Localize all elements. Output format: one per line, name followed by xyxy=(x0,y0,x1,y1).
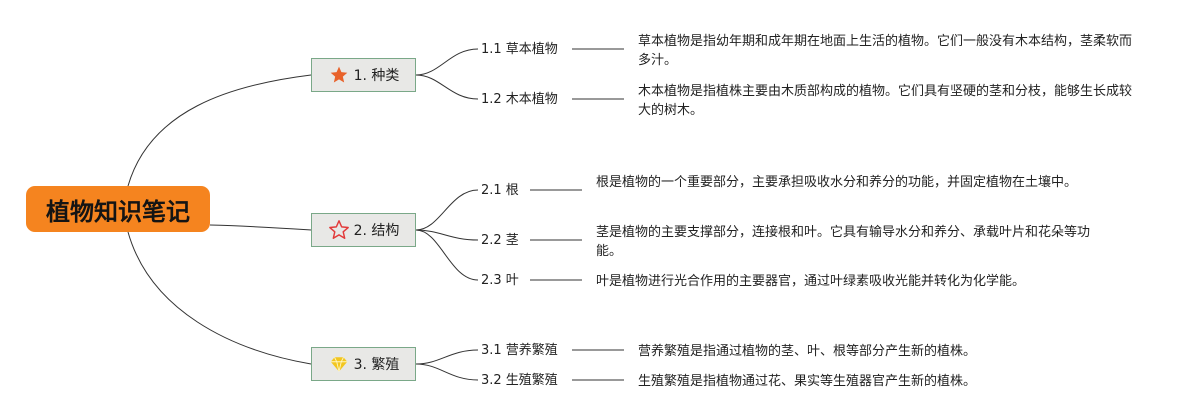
subtopic-2-2-note: 茎是植物的主要支撑部分，连接根和叶。它具有输导水分和养分、承载叶片和花朵等功能。 xyxy=(596,225,1091,259)
subtopic-2-2[interactable]: 2.2 茎 xyxy=(481,233,519,248)
subtopic-1-1[interactable]: 1.1 草本植物 xyxy=(481,42,558,57)
connector-topic-3-sub-1 xyxy=(415,349,479,365)
topic-2-label: 2. 结构 xyxy=(353,223,400,239)
subtopic-2-1-note: 根是植物的一个重要部分，主要承担吸收水分和养分的功能，并固定植物在土壤中。 xyxy=(596,175,1078,190)
connector-root-topic-3 xyxy=(127,231,312,365)
star-outline-icon xyxy=(328,219,350,241)
connector-root-topic-1 xyxy=(127,74,312,187)
connector-topic-1-sub-2 xyxy=(415,74,479,100)
connector-topic-3-sub-2 xyxy=(415,363,479,381)
subtopic-3-1[interactable]: 3.1 营养繁殖 xyxy=(481,343,558,358)
subtopic-2-1[interactable]: 2.1 根 xyxy=(481,183,519,198)
connector-root-topic-2 xyxy=(209,224,312,231)
connector-topic-2-sub-3 xyxy=(415,229,479,281)
subtopic-2-3-note: 叶是植物进行光合作用的主要器官，通过叶绿素吸收光能并转化为化学能。 xyxy=(596,274,1026,289)
root-title: 植物知识笔记 xyxy=(46,197,190,226)
subtopic-2-3[interactable]: 2.3 叶 xyxy=(481,273,519,288)
gem-icon xyxy=(328,353,350,375)
subtopic-3-2[interactable]: 3.2 生殖繁殖 xyxy=(481,373,558,388)
topic-3[interactable]: 3. 繁殖 xyxy=(311,347,416,381)
subtopic-3-2-note: 生殖繁殖是指植物通过花、果实等生殖器官产生新的植株。 xyxy=(638,374,977,389)
star-filled-icon xyxy=(328,64,350,86)
topic-3-label: 3. 繁殖 xyxy=(353,357,400,373)
subtopic-1-2-note: 木本植物是指植株主要由木质部构成的植物。它们具有坚硬的茎和分枝，能够生长成较大的… xyxy=(638,84,1133,118)
root-topic[interactable]: 植物知识笔记 xyxy=(26,186,210,232)
subtopic-1-2[interactable]: 1.2 木本植物 xyxy=(481,92,558,107)
connector-topic-2-sub-2 xyxy=(415,229,479,241)
topic-2[interactable]: 2. 结构 xyxy=(311,213,416,247)
subtopic-3-1-note: 营养繁殖是指通过植物的茎、叶、根等部分产生新的植株。 xyxy=(638,344,977,359)
subtopic-1-1-note: 草本植物是指幼年期和成年期在地面上生活的植物。它们一般没有木本结构，茎柔软而多汁… xyxy=(638,34,1133,68)
topic-1[interactable]: 1. 种类 xyxy=(311,58,416,92)
connector-topic-2-sub-1 xyxy=(415,189,479,231)
connector-topic-1-sub-1 xyxy=(415,48,479,76)
topic-1-label: 1. 种类 xyxy=(353,68,400,84)
